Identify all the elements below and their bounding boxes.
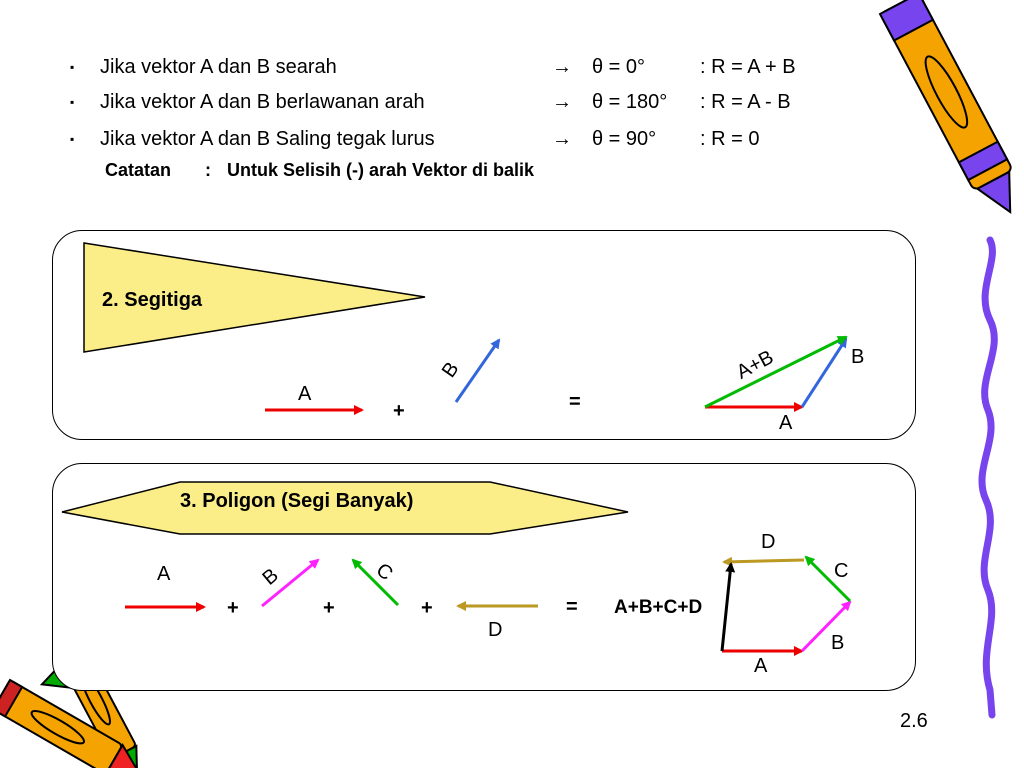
- result-c-arrow: [804, 555, 852, 603]
- result-text: : R = 0: [700, 128, 760, 150]
- result-text: : R = A - B: [700, 91, 791, 113]
- equals-sign: =: [569, 391, 581, 413]
- plus-sign: +: [227, 597, 239, 619]
- arrow-icon: →: [552, 91, 572, 113]
- label-d: D: [488, 619, 503, 641]
- vector-c-arrow: [351, 558, 400, 607]
- segitiga-title: 2. Segitiga: [102, 289, 203, 311]
- label-result-b: B: [851, 346, 865, 368]
- bullet-marker: ▪: [70, 132, 75, 146]
- label-a: A: [157, 563, 171, 585]
- label-result-a: A: [779, 412, 793, 434]
- angle-text: θ = 90°: [592, 128, 657, 150]
- bullet-text: Jika vektor A dan B Saling tegak lurus: [100, 128, 435, 150]
- note-line: Catatan : Untuk Selisih (-) arah Vektor …: [105, 160, 534, 181]
- result-text: : R = A + B: [700, 56, 796, 78]
- poligon-title: 3. Poligon (Segi Banyak): [180, 490, 414, 512]
- arrow-icon: →: [552, 128, 572, 150]
- sum-label: A+B+C+D: [614, 597, 703, 618]
- result-b-arrow: [800, 600, 852, 653]
- result-sum-arrow: [704, 335, 848, 409]
- label-result-c: C: [834, 560, 849, 582]
- bullet-marker: ▪: [70, 95, 75, 109]
- label-a: A: [298, 383, 312, 405]
- note-text: Untuk Selisih (-) arah Vektor di balik: [227, 160, 535, 180]
- result-b-arrow: [800, 337, 848, 408]
- segitiga-banner: [83, 242, 426, 353]
- note-label: Catatan: [105, 160, 172, 180]
- plus-sign: +: [323, 597, 335, 619]
- plus-sign: +: [421, 597, 433, 619]
- label-result-b: B: [831, 632, 845, 654]
- angle-text: θ = 180°: [592, 91, 668, 113]
- bullet-text: Jika vektor A dan B berlawanan arah: [100, 91, 425, 113]
- poligon-banner: [61, 481, 629, 535]
- crayon-icon: [878, 0, 1012, 215]
- angle-text: θ = 0°: [592, 56, 646, 78]
- squiggle-decoration: [978, 236, 998, 719]
- arrow-icon: →: [552, 56, 572, 78]
- bullet-marker: ▪: [70, 60, 75, 74]
- result-sum-arrow: [720, 562, 736, 652]
- label-result-d: D: [761, 531, 776, 553]
- plus-sign: +: [393, 400, 405, 422]
- pencil-icon: [0, 678, 142, 768]
- result-d-arrow: [722, 556, 805, 567]
- vector-b-arrow: [454, 338, 501, 403]
- equals-sign: =: [566, 596, 578, 618]
- bullet-text: Jika vektor A dan B searah: [100, 56, 337, 78]
- slide-number: 2.6: [900, 710, 928, 732]
- note-separator: :: [205, 160, 211, 180]
- vector-b-arrow: [261, 558, 320, 608]
- label-result-a: A: [754, 655, 768, 677]
